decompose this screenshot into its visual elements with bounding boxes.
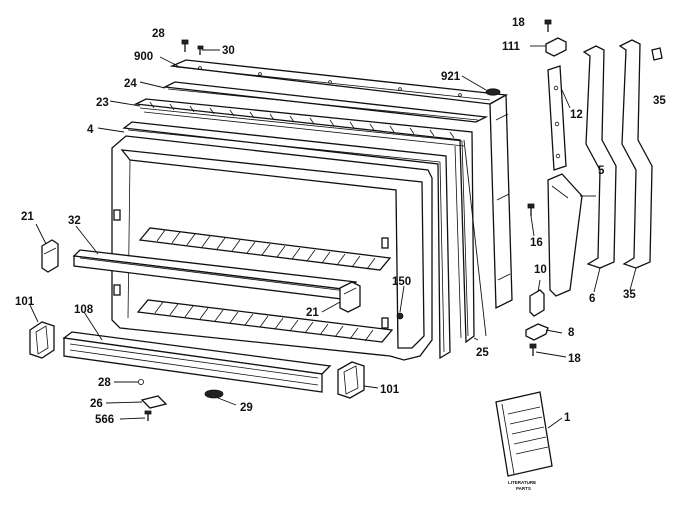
callout-111: 111 <box>502 41 521 53</box>
literature-label: LITERATURE <box>508 480 536 485</box>
callout-24: 24 <box>124 78 137 90</box>
plate-26 <box>140 395 168 409</box>
cap-35 <box>651 47 663 61</box>
parts-label: PARTS <box>516 486 531 491</box>
callout-900: 900 <box>134 51 153 63</box>
callout-28-bottom: 28 <box>98 377 111 389</box>
screw-30 <box>197 45 204 55</box>
screw-18-top <box>544 19 552 32</box>
callouts: 28 30 900 24 23 4 921 18 111 12 35 5 16 … <box>15 17 666 426</box>
end-cap-right <box>337 361 365 399</box>
screw-566 <box>144 410 152 421</box>
screw-18-bottom <box>529 343 537 356</box>
callout-23: 23 <box>96 97 109 109</box>
hinge-bracket-5 <box>547 173 583 297</box>
cover-10 <box>529 289 545 317</box>
callout-21-mid: 21 <box>306 307 319 319</box>
callout-18-top: 18 <box>512 17 525 29</box>
door-gasket <box>133 98 475 344</box>
handle-35 <box>618 39 653 269</box>
callout-21-left: 21 <box>21 211 34 223</box>
callout-30: 30 <box>222 45 235 57</box>
inner-door-liner <box>111 135 433 361</box>
callout-10: 10 <box>534 264 547 276</box>
callout-35-top: 35 <box>653 95 666 107</box>
shelf-bar <box>72 249 358 301</box>
callout-35-bottom: 35 <box>623 289 636 301</box>
callout-16: 16 <box>530 237 543 249</box>
callout-28-top: 28 <box>152 28 165 40</box>
callout-12: 12 <box>570 109 583 121</box>
hinge-111 <box>545 37 567 57</box>
callout-566: 566 <box>95 414 114 426</box>
bracket-mid <box>339 281 361 313</box>
hinge-pin-8 <box>525 323 549 341</box>
handle-6 <box>582 45 617 269</box>
callout-150: 150 <box>392 276 411 288</box>
outer-door-panel <box>169 59 513 310</box>
callout-101-right: 101 <box>380 384 400 396</box>
callout-921: 921 <box>441 71 461 83</box>
leader-lines <box>29 45 637 429</box>
plug-921 <box>485 88 501 96</box>
callout-32: 32 <box>68 215 81 227</box>
callout-101-left: 101 <box>15 296 35 308</box>
callout-26: 26 <box>90 398 103 410</box>
breaker-strip <box>122 121 451 360</box>
bracket-left <box>41 239 59 273</box>
callout-8: 8 <box>568 327 575 339</box>
callout-29: 29 <box>240 402 253 414</box>
callout-5: 5 <box>598 165 605 177</box>
foot-29 <box>204 389 224 399</box>
washer-28 <box>137 378 144 385</box>
callout-108: 108 <box>74 304 94 316</box>
screw-28-top <box>181 39 189 52</box>
callout-1: 1 <box>564 412 571 424</box>
callout-4: 4 <box>87 124 94 136</box>
end-cap-left <box>29 321 55 359</box>
literature-booklet: LITERATURE PARTS <box>495 391 553 491</box>
screw-16 <box>527 203 535 216</box>
trim-strip <box>162 81 489 123</box>
callout-18-bottom: 18 <box>568 353 581 365</box>
callout-6: 6 <box>589 293 595 305</box>
screw-150 <box>396 312 404 320</box>
hinge-bar-12 <box>547 65 567 171</box>
callout-25: 25 <box>476 347 489 359</box>
shelf-bar-lower <box>62 331 332 393</box>
